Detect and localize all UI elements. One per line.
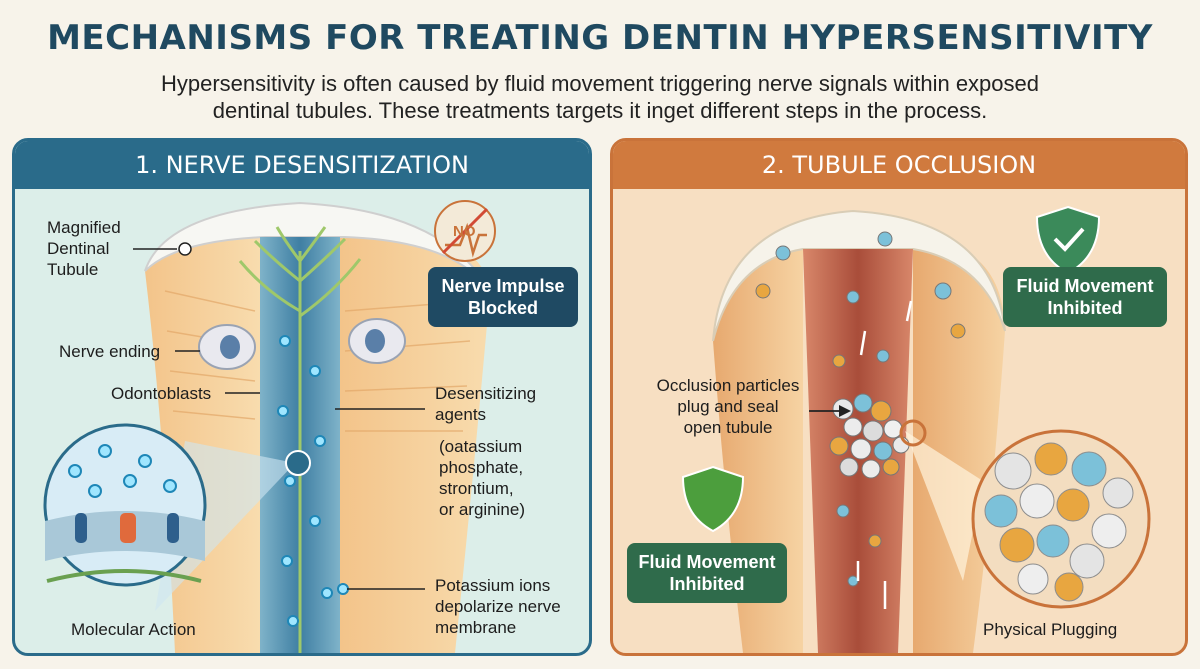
label-dentinal-tubule: Magnified Dentinal Tubule bbox=[47, 218, 121, 279]
label-occlusion-particles: Occlusion particles plug and seal open t… bbox=[656, 376, 800, 437]
subtitle-line-1: Hypersensitivity is often caused by flui… bbox=[161, 71, 1039, 96]
panel-tubule-occlusion: 2. TUBULE OCCLUSION Occlusion particles … bbox=[610, 138, 1188, 656]
label-nerve-ending: Nerve ending bbox=[59, 342, 161, 361]
no-sign-text: NO bbox=[453, 223, 476, 240]
label-potassium-ions: Potassium ions depolarize nerve membrane bbox=[435, 576, 561, 637]
badge-fluid-movement-bottom: Fluid Movement Inhibited bbox=[627, 543, 787, 603]
label-desensitizing-agents: Desensitizing agents bbox=[435, 384, 537, 424]
label-odontoblasts: Odontoblasts bbox=[111, 384, 212, 403]
label-physical-plugging: Physical Plugging bbox=[983, 620, 1118, 639]
page-subtitle: Hypersensitivity is often caused by flui… bbox=[80, 70, 1120, 124]
panel-heading: 2. TUBULE OCCLUSION bbox=[613, 141, 1185, 189]
badge-nerve-impulse-blocked: Nerve Impulse Blocked bbox=[428, 267, 578, 327]
panel-heading: 1. NERVE DESENSITIZATION bbox=[15, 141, 589, 189]
label-agents-examples: (oatassium phosphate, strontium, or argi… bbox=[439, 437, 525, 519]
label-molecular-action: Molecular Action bbox=[71, 620, 196, 639]
badge-fluid-movement-top: Fluid Movement Inhibited bbox=[1003, 267, 1167, 327]
page-title: MECHANISMS FOR TREATING DENTIN HYPERSENS… bbox=[47, 18, 1153, 58]
subtitle-line-2: dentinal tubules. These treatments targe… bbox=[212, 98, 988, 123]
panel-nerve-desensitization: 1. NERVE DESENSITIZATION Magnified Denti… bbox=[12, 138, 592, 656]
